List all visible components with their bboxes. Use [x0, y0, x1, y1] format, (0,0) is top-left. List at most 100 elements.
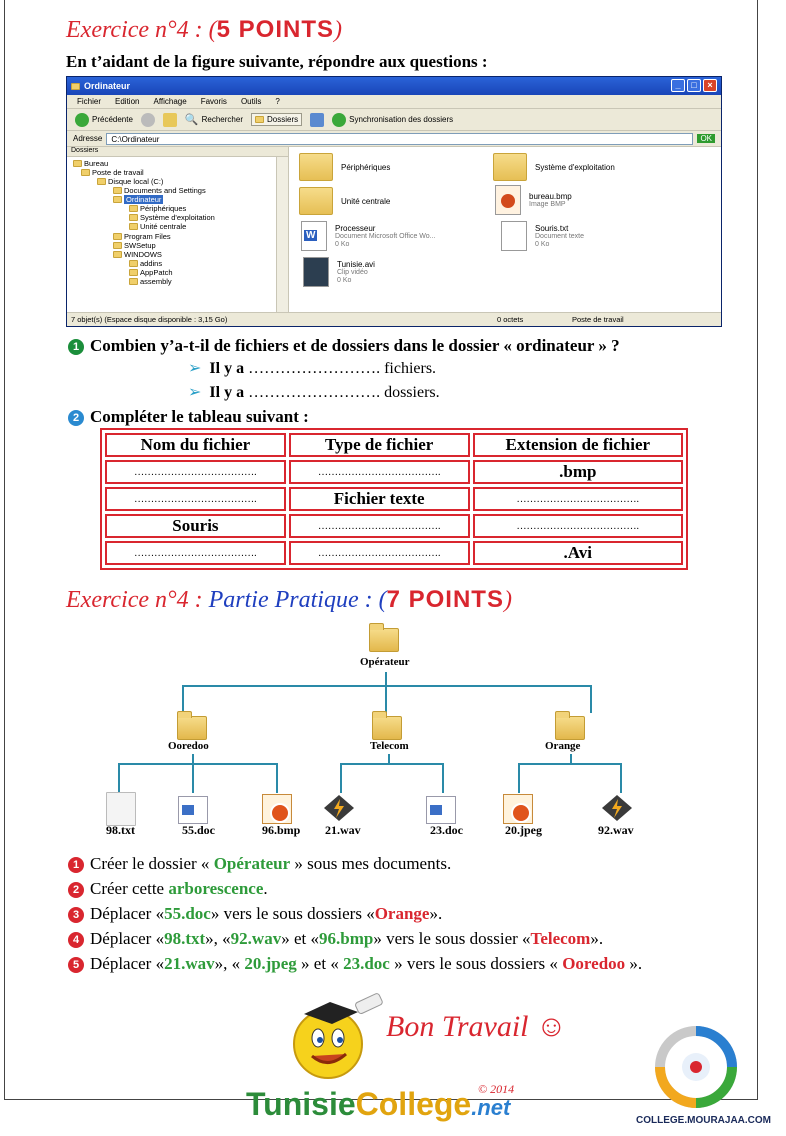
connector — [518, 763, 622, 765]
tree-item-ordinateur[interactable]: Ordinateur — [113, 195, 164, 204]
tree-item-unite[interactable]: Unité centrale — [129, 222, 186, 231]
menubar: Fichier Edition Affichage Favoris Outils… — [67, 95, 721, 109]
search-button[interactable]: 🔍Rechercher — [184, 114, 243, 126]
tree-item-poste[interactable]: Poste de travail — [81, 168, 144, 177]
smiley-mascot-icon — [293, 993, 383, 1079]
address-input[interactable]: C:\Ordinateur — [106, 132, 694, 145]
cell-blank[interactable]: ………………………………. — [105, 460, 286, 484]
folder-tree: Dossiers Bureau Poste de travail Disque … — [67, 147, 289, 312]
menu-help[interactable]: ? — [275, 97, 280, 106]
file-item-unite-centrale[interactable]: Unité centrale — [299, 187, 390, 215]
tree-item-apppatch[interactable]: AppPatch — [129, 268, 173, 277]
answer-1-files: ➢ Il y a ……………………. fichiers. — [188, 360, 437, 377]
menu-affichage[interactable]: Affichage — [153, 97, 187, 106]
file-21-wav: 21.wav — [325, 823, 361, 837]
cell-souris: Souris — [105, 514, 286, 538]
tree-item-assembly[interactable]: assembly — [129, 277, 172, 286]
tree-item-addins[interactable]: addins — [129, 259, 162, 268]
explorer-window: Ordinateur _ □ × Fichier Edition Afficha… — [66, 76, 722, 327]
wav-file-icon — [324, 795, 354, 821]
tree-item-bureau[interactable]: Bureau — [73, 159, 108, 168]
connector — [276, 763, 278, 793]
folders-button[interactable]: Dossiers — [250, 113, 303, 126]
toolbar: Précédente 🔍Rechercher Dossiers Synchron… — [67, 109, 721, 131]
file-55-doc: 55.doc — [182, 823, 215, 837]
page-frame — [4, 0, 758, 1100]
folder-icon — [254, 116, 264, 123]
answer-1-folders: ➢ Il y a ……………………. dossiers. — [188, 384, 440, 401]
menu-fichier[interactable]: Fichier — [77, 97, 102, 106]
cell-blank[interactable]: ………………………………. — [472, 514, 683, 538]
menu-edition[interactable]: Edition — [115, 97, 140, 106]
node-ooredoo: Ooredoo — [168, 740, 209, 752]
cell-blank[interactable]: ………………………………. — [288, 514, 470, 538]
minimize-button[interactable]: _ — [671, 79, 685, 92]
back-button[interactable]: Précédente — [75, 112, 133, 127]
connector — [442, 763, 444, 793]
address-bar: Adresse C:\Ordinateur OK — [67, 131, 721, 147]
cell-blank[interactable]: ………………………………. — [472, 487, 683, 511]
tree-header: Dossiers — [67, 147, 288, 157]
file-96-bmp: 96.bmp — [262, 823, 301, 837]
up-button[interactable] — [162, 112, 177, 127]
cell-blank[interactable]: ………………………………. — [288, 541, 470, 565]
menu-outils[interactable]: Outils — [240, 97, 262, 106]
connector — [192, 754, 194, 764]
status-left: 7 objet(s) (Espace disque disponible : 3… — [71, 315, 228, 324]
logo-year: © 2014 — [478, 1082, 515, 1096]
node-telecom: Telecom — [370, 740, 409, 752]
cell-blank[interactable]: ………………………………. — [288, 460, 470, 484]
tree-item-program-files[interactable]: Program Files — [113, 232, 171, 241]
folder-icon — [372, 711, 402, 740]
go-button[interactable]: OK — [697, 134, 715, 143]
folder-icon — [71, 82, 80, 90]
file-98-txt: 98.txt — [106, 823, 135, 837]
menu-favoris[interactable]: Favoris — [200, 97, 227, 106]
views-button[interactable] — [310, 112, 325, 127]
folder-icon — [299, 153, 333, 181]
word-file-icon — [301, 221, 327, 251]
bon-travail: Bon Travail ☺ — [386, 1010, 567, 1043]
tree-item-systeme[interactable]: Système d'exploitation — [129, 213, 215, 222]
status-size: 0 octets — [497, 315, 524, 324]
video-file-icon — [303, 257, 329, 287]
connector — [590, 685, 592, 713]
tree-item-documents[interactable]: Documents and Settings — [113, 186, 206, 195]
tree-item-peripheriques[interactable]: Périphériques — [129, 204, 186, 213]
forward-arrow-icon — [140, 112, 155, 127]
mourajaa-logo — [655, 1026, 737, 1108]
sync-button[interactable]: Synchronisation des dossiers — [332, 112, 453, 127]
cell-blank[interactable]: ………………………………. — [105, 541, 286, 565]
header-name: Nom du fichier — [105, 433, 286, 457]
file-20-jpeg: 20.jpeg — [505, 823, 542, 837]
tree-item-windows[interactable]: WINDOWS — [113, 250, 162, 259]
close-button[interactable]: × — [703, 79, 717, 92]
forward-button[interactable] — [140, 112, 155, 127]
maximize-button[interactable]: □ — [687, 79, 701, 92]
tree-item-swsetup[interactable]: SWSetup — [113, 241, 156, 250]
connector — [518, 763, 520, 793]
cell-blank[interactable]: ………………………………. — [105, 487, 286, 511]
connector — [118, 763, 278, 765]
tree-item-disque[interactable]: Disque local (C:) — [97, 177, 163, 186]
wav-file-icon — [602, 795, 632, 821]
exercise-1-title: Exercice n°4 : (5 POINTS) — [66, 16, 342, 43]
cell-avi: .Avi — [472, 541, 683, 565]
exercise-1-intro: En t’aidant de la figure suivante, répon… — [66, 52, 488, 71]
file-item-systeme[interactable]: Système d'exploitation — [493, 153, 615, 181]
header-type: Type de fichier — [288, 433, 470, 457]
connector — [620, 763, 622, 793]
tunisie-college-logo: TunisieCollege.net — [246, 1086, 511, 1122]
folder-icon — [369, 623, 399, 652]
tree-scrollbar[interactable] — [276, 157, 288, 312]
file-item-peripheriques[interactable]: Périphériques — [299, 153, 390, 181]
